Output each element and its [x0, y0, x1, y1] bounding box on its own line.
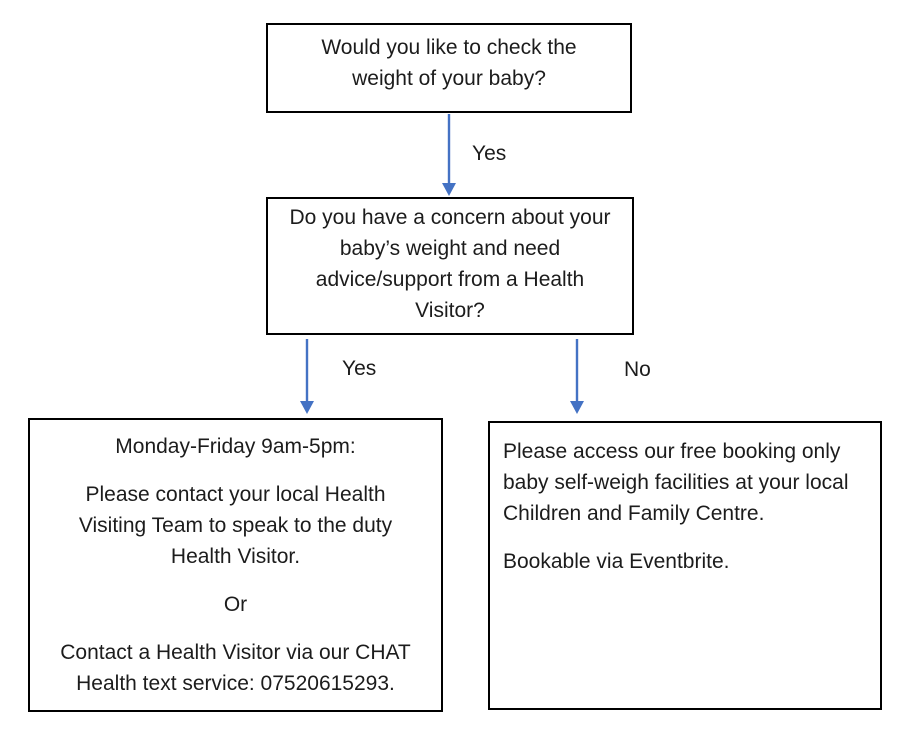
node-text-line: Monday-Friday 9am-5pm:	[115, 435, 356, 458]
node-text-line: Visitor?	[415, 299, 485, 322]
edge-label-concern-yes: Yes	[342, 357, 377, 380]
node-text-line: Bookable via Eventbrite.	[503, 550, 730, 573]
node-paragraph: Please contact your local Health Visitin…	[40, 479, 431, 572]
node-paragraph: Monday-Friday 9am-5pm:	[40, 431, 431, 462]
node-text-line: Please access our free booking only	[503, 440, 841, 463]
arrow-concern-to-selfweigh	[570, 339, 584, 414]
edge-label-check-yes: Yes	[472, 142, 507, 165]
edge-label-concern-no: No	[624, 358, 651, 381]
node-text-line: Or	[223, 593, 248, 616]
node-text-line: Health text service: 07520615293.	[76, 672, 395, 695]
node-text-line: Please contact your local Health	[85, 483, 386, 506]
node-text-line: Would you like to check the	[321, 36, 577, 59]
node-self-weigh-info: Please access our free booking only baby…	[488, 421, 882, 710]
node-weight-check-question: Would you like to check the weight of yo…	[266, 23, 632, 113]
arrow-concern-to-contact	[300, 339, 314, 414]
node-text-line: baby’s weight and need	[339, 237, 561, 260]
node-text-line: Children and Family Centre.	[503, 502, 765, 525]
node-paragraph: Contact a Health Visitor via our CHAT He…	[40, 637, 431, 699]
node-text-line: Visiting Team to speak to the duty	[78, 514, 393, 537]
node-text-line: weight of your baby?	[352, 67, 546, 90]
node-paragraph: Please access our free booking only baby…	[503, 436, 870, 529]
node-paragraph: Bookable via Eventbrite.	[503, 546, 870, 577]
node-concern-question: Do you have a concern about your baby’s …	[266, 197, 634, 335]
node-text-line: Health Visitor.	[170, 545, 301, 568]
node-paragraph: Or	[40, 589, 431, 620]
node-text-line: Do you have a concern about your	[289, 206, 611, 229]
node-text-line: Contact a Health Visitor via our CHAT	[60, 641, 411, 664]
node-text-line: baby self-weigh facilities at your local	[503, 471, 849, 494]
arrow-check-to-concern	[442, 114, 456, 196]
node-text-line: advice/support from a Health	[315, 268, 585, 291]
node-contact-health-visitor: Monday-Friday 9am-5pm: Please contact yo…	[28, 418, 443, 712]
